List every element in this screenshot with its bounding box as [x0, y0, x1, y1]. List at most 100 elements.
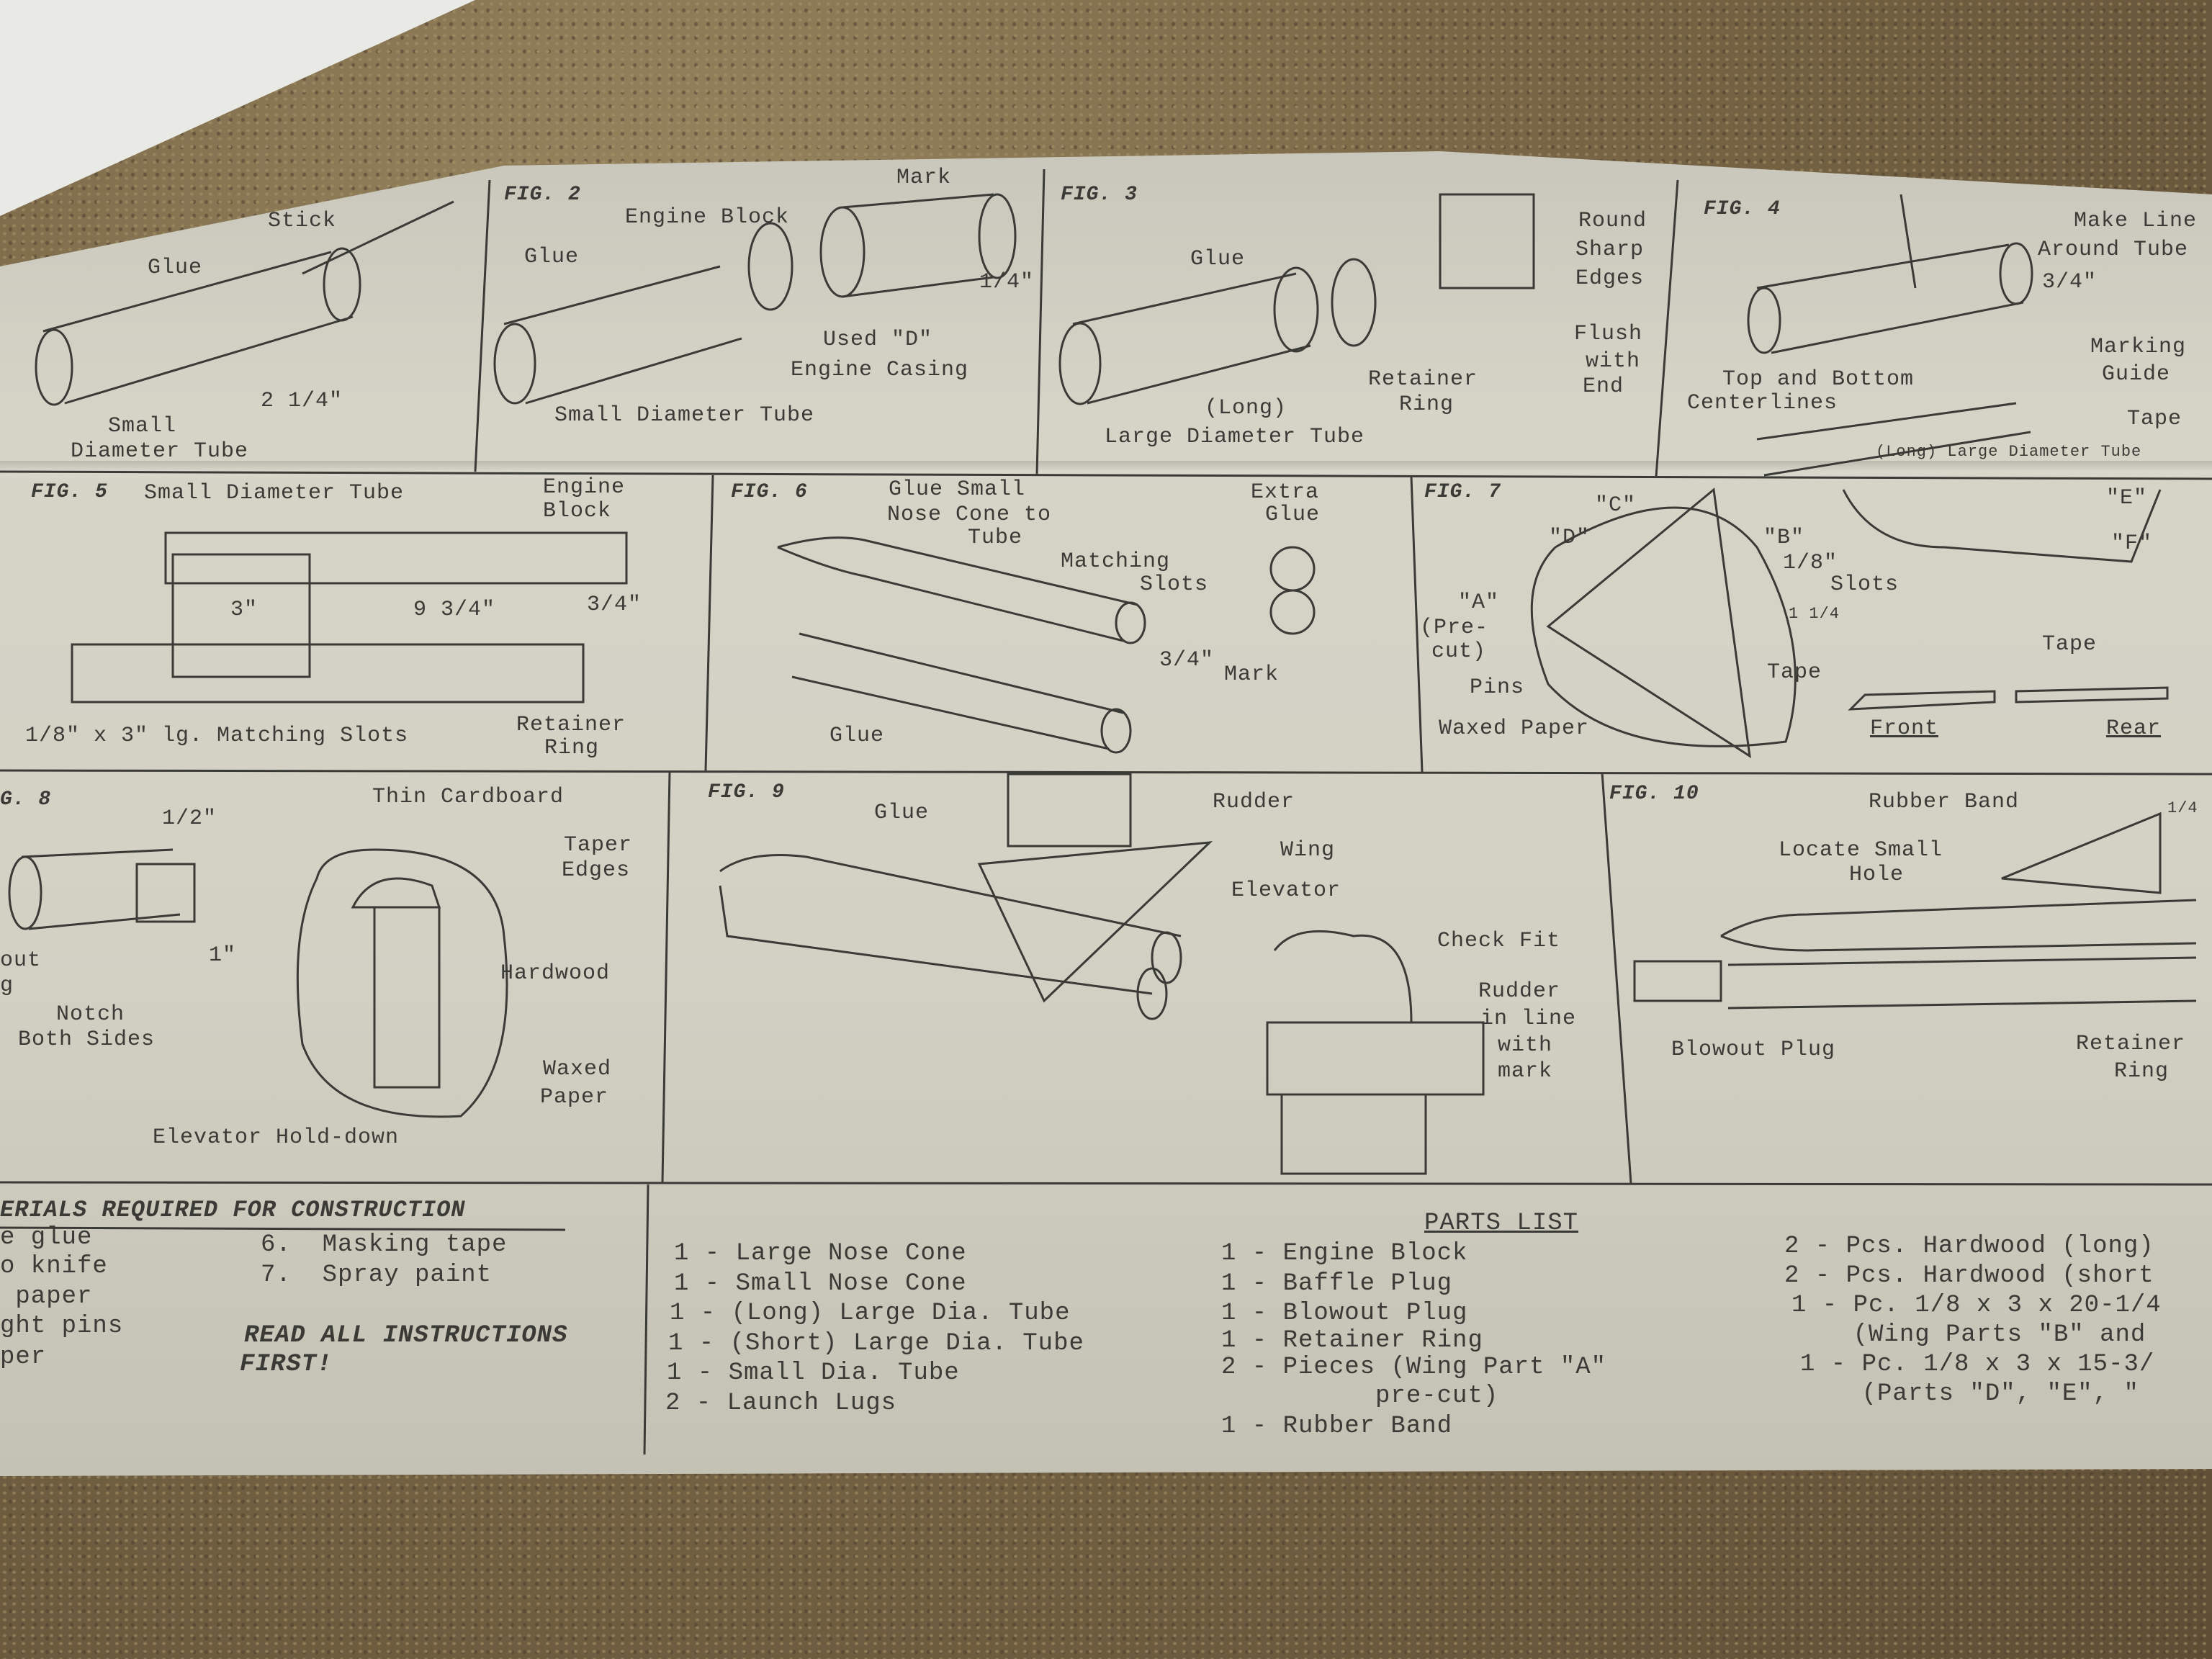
parts-item: 1 - Small Dia. Tube: [667, 1359, 960, 1387]
fig2-label: Engine Block: [625, 205, 790, 230]
parts-item: 1 - (Long) Large Dia. Tube: [670, 1300, 1071, 1327]
fig5-title: FIG. 5: [31, 481, 108, 503]
parts-list-title: PARTS LIST: [1424, 1210, 1579, 1237]
fig2-label: Small Diameter Tube: [554, 403, 815, 428]
fig3-label: Edges: [1575, 266, 1645, 291]
fig10-title: FIG. 10: [1609, 783, 1699, 805]
fig10-label: Blowout Plug: [1671, 1038, 1836, 1062]
fig4-label: (Long) Large Diameter Tube: [1876, 443, 2142, 461]
fig9-label: Rudder: [1213, 790, 1295, 814]
materials-item: 6. Masking tape: [261, 1231, 508, 1259]
fig6-label: Slots: [1140, 572, 1209, 597]
fig4-label: Marking: [2090, 335, 2187, 359]
materials-heading: ERIALS REQUIRED FOR CONSTRUCTION: [0, 1197, 466, 1223]
fig8-label: out: [0, 948, 42, 973]
fig2-label: Mark: [896, 166, 952, 190]
parts-item: 1 - Blowout Plug: [1221, 1300, 1468, 1327]
materials-item: 7. Spray paint: [261, 1262, 493, 1289]
fig1-label: Stick: [268, 209, 337, 233]
parts-item: 1 - Pc. 1/8 x 3 x 15-3/: [1800, 1351, 2155, 1378]
fig6-label: Nose Cone to: [887, 503, 1052, 527]
fig7-label: "F": [2111, 531, 2153, 556]
parts-item: 2 - Pcs. Hardwood (short: [1784, 1262, 2154, 1290]
fig4-label: Centerlines: [1687, 391, 1838, 415]
fig4-label: Around Tube: [2038, 238, 2189, 262]
fig7-label: Pins: [1470, 675, 1525, 700]
fig3-label: (Long): [1205, 396, 1287, 421]
parts-item: 2 - Pieces (Wing Part "A": [1221, 1354, 1607, 1381]
materials-item: o knife: [0, 1253, 108, 1280]
parts-item: 1 - Small Nose Cone: [674, 1270, 967, 1298]
materials-item: per: [0, 1344, 47, 1371]
fig7-label: 1 1/4: [1789, 605, 1840, 623]
fig9-shuttle: [719, 773, 1485, 1175]
fig10-label: Retainer: [2076, 1032, 2186, 1056]
fig4-label: Top and Bottom: [1722, 367, 1915, 392]
fig7-label: Front: [1870, 716, 1939, 741]
fig9-label: mark: [1498, 1059, 1553, 1084]
fig6-label: Mark: [1224, 662, 1280, 687]
parts-item: 1 - Baffle Plug: [1221, 1270, 1453, 1298]
fig6-label: Glue: [830, 724, 885, 748]
fig3-label: Round: [1578, 209, 1647, 233]
fig7-label: 1/8": [1783, 551, 1838, 575]
fig2-title: FIG. 2: [504, 184, 581, 206]
paper-fold: [0, 461, 2212, 482]
fig3-tubes: [1058, 193, 1535, 405]
fig7-label: "C": [1595, 493, 1637, 518]
fig5-label: 1/8" x 3" lg. Matching Slots: [25, 724, 409, 748]
fig8-label: Edges: [562, 858, 631, 883]
fig4-label: Guide: [2102, 362, 2171, 387]
fig3-label: Large Diameter Tube: [1105, 425, 1365, 449]
fig8-label: Both Sides: [18, 1028, 156, 1052]
fig9-label: Check Fit: [1437, 929, 1561, 953]
fig8-label: 1": [209, 943, 237, 968]
fig3-label: Sharp: [1575, 238, 1645, 262]
read-instructions-note: FIRST!: [240, 1351, 333, 1378]
fig8-label: 1/2": [162, 806, 217, 831]
fig7-label: (Pre-: [1420, 616, 1489, 640]
fig3-title: FIG. 3: [1061, 184, 1138, 206]
parts-item: 1 - Pc. 1/8 x 3 x 20-1/4: [1791, 1292, 2162, 1319]
fig1-label: Small: [108, 414, 177, 439]
fig8-label: g: [0, 974, 14, 998]
fig6-label: Glue: [1265, 503, 1321, 527]
fig4-title: FIG. 4: [1704, 198, 1781, 220]
fig4-label: Make Line: [2074, 209, 2198, 233]
fig7-label: Rear: [2106, 716, 2162, 741]
fig5-label: Small Diameter Tube: [144, 481, 405, 505]
materials-item: paper: [0, 1283, 93, 1310]
fig10-label: Ring: [2114, 1059, 2170, 1084]
fig2-label: 1/4": [979, 270, 1035, 295]
fig7-label: Tape: [2042, 632, 2098, 657]
fig5-label: 3/4": [587, 593, 642, 617]
fig7-label: Slots: [1830, 572, 1899, 597]
fig2-label: Engine Casing: [791, 358, 969, 382]
fig2-label: Glue: [524, 245, 580, 269]
parts-item: 1 - Rubber Band: [1221, 1413, 1453, 1440]
fig5-label: 9 3/4": [413, 598, 496, 622]
fig3-label: Ring: [1399, 392, 1455, 417]
fig6-label: 3/4": [1159, 648, 1215, 673]
parts-item: pre-cut): [1221, 1382, 1499, 1410]
panel-dividers: [0, 168, 2212, 1455]
fig6-title: FIG. 6: [731, 481, 808, 503]
fig5-label: Retainer: [516, 713, 626, 737]
fig4-tubes: [1747, 194, 2033, 477]
fig7-label: "D": [1549, 526, 1591, 550]
fig8-title: G. 8: [0, 788, 52, 811]
parts-item: 2 - Pcs. Hardwood (long): [1784, 1233, 2154, 1260]
fig6-label: Tube: [968, 526, 1023, 550]
fig3-label: Glue: [1190, 247, 1246, 271]
fig3-label: Flush: [1574, 322, 1643, 346]
parts-item: 1 - Engine Block: [1221, 1240, 1468, 1267]
fig10-label: Hole: [1849, 863, 1905, 887]
fig1-tube: [35, 200, 454, 406]
fig6-tubes: [777, 536, 1316, 754]
read-instructions-note: READ ALL INSTRUCTIONS: [244, 1322, 568, 1349]
fig9-label: Elevator: [1231, 878, 1341, 903]
fig9-title: FIG. 9: [708, 781, 785, 804]
fig8-label: Elevator Hold-down: [153, 1125, 400, 1150]
fig7-label: "B": [1763, 526, 1805, 550]
